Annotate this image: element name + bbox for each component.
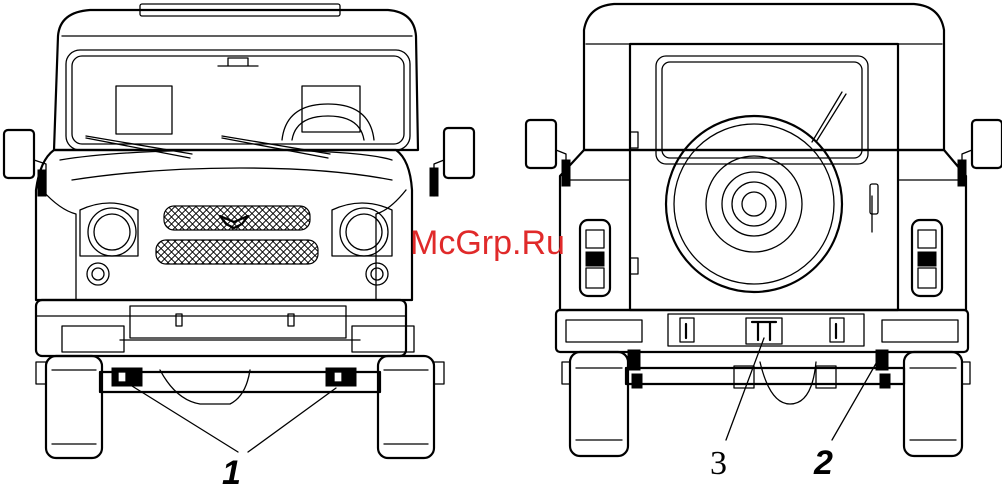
- watermark-text: McGrp.Ru: [410, 224, 565, 262]
- callout-3: 3: [710, 445, 727, 482]
- leader-line-2: [832, 360, 878, 440]
- vehicle-rear-view: [526, 4, 1002, 456]
- leader-line-3: [726, 338, 764, 440]
- leader-line-1-left: [132, 386, 238, 452]
- leader-line-1-right: [248, 388, 336, 452]
- callout-1: 1: [222, 454, 241, 485]
- vehicle-front-view: [4, 4, 474, 458]
- callout-labels: 1 2 3: [222, 444, 833, 485]
- callout-2: 2: [813, 444, 833, 482]
